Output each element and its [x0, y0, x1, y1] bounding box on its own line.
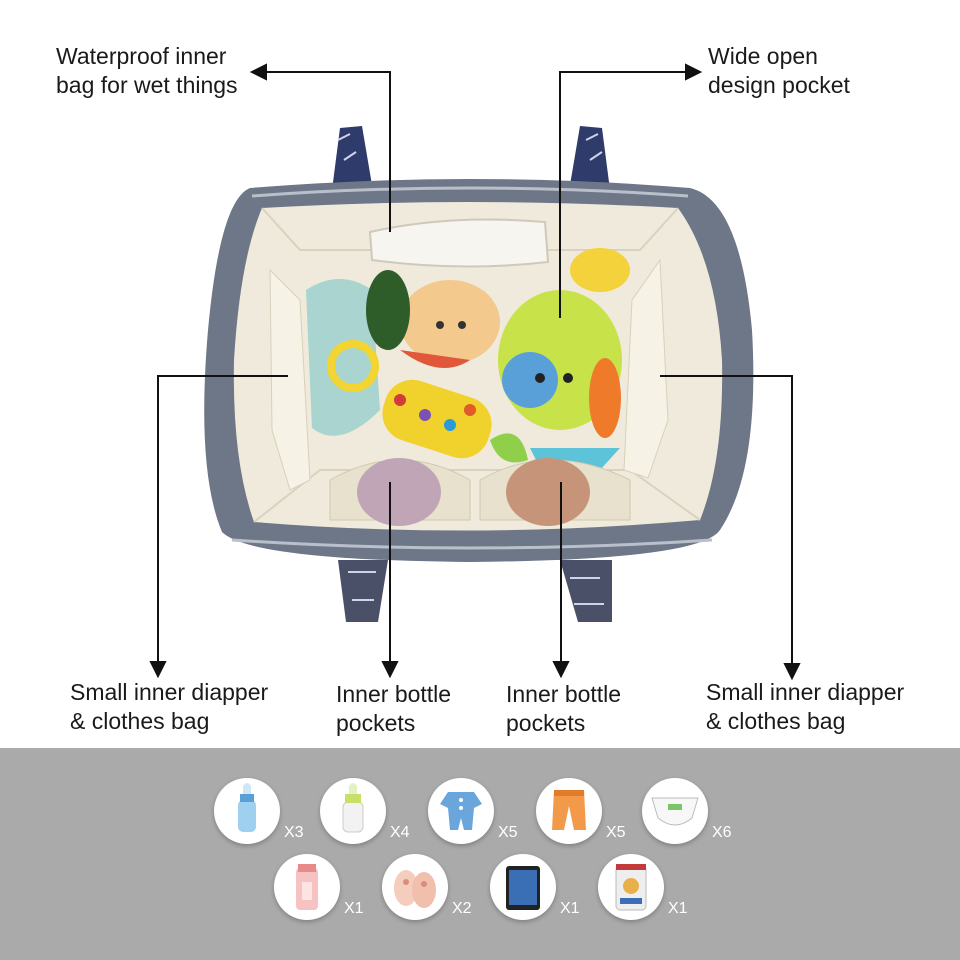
capacity-qty: X1 — [344, 900, 364, 917]
bottom-strap-right — [560, 560, 612, 622]
capacity-panel: X3 X4 X5 X5 X6 X1 X2 — [0, 748, 960, 960]
bottle-right — [506, 458, 590, 526]
callout-wide-pocket-line2: design pocket — [708, 72, 850, 98]
capacity-qty: X4 — [390, 824, 410, 841]
baby-romper-icon — [428, 778, 494, 844]
capacity-qty: X5 — [498, 824, 518, 841]
callout-waterproof-bag: Waterproof inner bag for wet things — [56, 42, 238, 100]
capacity-qty: X5 — [606, 824, 626, 841]
capacity-qty: X2 — [452, 900, 472, 917]
callout-right-diaper-bag: Small inner diapper & clothes bag — [706, 678, 904, 736]
toy-ring — [327, 340, 379, 392]
capacity-qty: X3 — [284, 824, 304, 841]
callout-right-diaper-bag-line1: Small inner diapper — [706, 679, 905, 705]
callout-bottle-pocket-left-line1: Inner bottle — [336, 681, 452, 707]
bottom-strap-left — [338, 560, 388, 622]
callout-bottle-pocket-left-line2: pockets — [336, 710, 416, 736]
tablet-icon — [490, 854, 556, 920]
milk-powder-can-icon — [598, 854, 664, 920]
top-strap-left — [332, 126, 372, 190]
callout-lines — [149, 63, 801, 681]
towel — [306, 279, 380, 436]
top-strap-right — [570, 126, 610, 190]
water-cup-icon — [274, 854, 340, 920]
callout-bottle-pocket-left: Inner bottle pockets — [336, 680, 451, 738]
bag-photo — [149, 63, 801, 681]
capacity-qty: X1 — [560, 900, 580, 917]
baby-shoes-icon — [382, 854, 448, 920]
right-side-pocket — [623, 258, 669, 479]
callout-bottle-pocket-right-line1: Inner bottle — [506, 681, 622, 707]
waterproof-wet-bag — [368, 218, 550, 268]
diaper-icon — [642, 778, 708, 844]
callout-bottle-pocket-right-line2: pockets — [506, 710, 586, 736]
capacity-qty: X6 — [712, 824, 732, 841]
callout-waterproof-bag-line1: Waterproof inner — [56, 43, 227, 69]
callout-wide-pocket-line1: Wide open — [708, 43, 818, 69]
callout-bottle-pocket-right: Inner bottle pockets — [506, 680, 621, 738]
left-side-pocket — [269, 268, 311, 491]
callout-left-diaper-bag: Small inner diapper & clothes bag — [70, 678, 268, 736]
toy-rattle-stick — [382, 379, 492, 459]
bottle-left — [357, 458, 441, 526]
callout-left-diaper-bag-line2: & clothes bag — [70, 708, 210, 734]
toy-monkey — [400, 280, 500, 364]
callout-waterproof-bag-line2: bag for wet things — [56, 72, 238, 98]
callout-wide-pocket: Wide open design pocket — [708, 42, 850, 100]
baby-pants-icon — [536, 778, 602, 844]
feeding-bottle-icon — [320, 778, 386, 844]
baby-bottle-icon — [214, 778, 280, 844]
callout-left-diaper-bag-line1: Small inner diapper — [70, 679, 269, 705]
capacity-qty: X1 — [668, 900, 688, 917]
callout-right-diaper-bag-line2: & clothes bag — [706, 708, 846, 734]
